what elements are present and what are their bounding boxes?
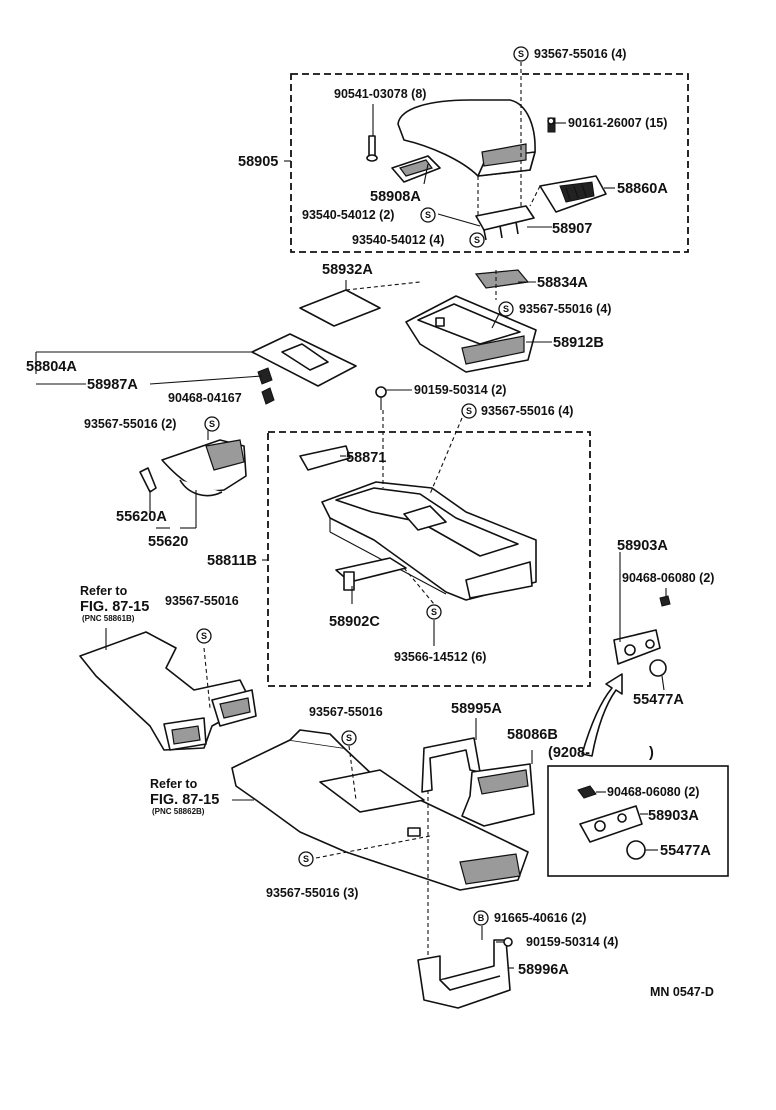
label-90541-03078: 90541-03078 (8) [334, 87, 426, 101]
label-58902C: 58902C [329, 614, 380, 630]
label-58834A: 58834A [537, 275, 588, 291]
label-pnc-58861b: (PNC 58861B) [82, 614, 135, 623]
b-symbol: B [473, 910, 489, 926]
vent-58903A-upper [613, 595, 671, 677]
label-58907: 58907 [552, 221, 592, 237]
label-refer-to-1: Refer to [80, 584, 128, 598]
svg-text:S: S [503, 304, 509, 314]
clip-90468-04167 [257, 367, 275, 405]
label-58086B: 58086B [507, 727, 558, 743]
label-58903A-top: 58903A [617, 538, 668, 554]
label-93540-54012-4: 93540-54012 (4) [352, 233, 444, 247]
label-93540-54012-2: 93540-54012 (2) [302, 208, 394, 222]
label-55477A-top: 55477A [633, 692, 684, 708]
label-93567-55016-4-mid: 93567-55016 (4) [519, 302, 611, 316]
label-58908A: 58908A [370, 189, 421, 205]
label-58860A: 58860A [617, 181, 668, 197]
label-fig-87-15-1: FIG. 87-15 [80, 599, 149, 615]
label-58912B: 58912B [553, 335, 604, 351]
s-symbol: S [426, 604, 442, 620]
later-vent-58903A [577, 785, 646, 860]
clip-90161 [547, 117, 556, 133]
label-58804A: 58804A [26, 359, 77, 375]
console-box-58811B [299, 445, 537, 601]
s-symbol: S [420, 207, 436, 223]
label-55477A-bot: 55477A [660, 843, 711, 859]
label-93567-55016-4-top: 93567-55016 (4) [534, 47, 626, 61]
hinge-58907 [475, 205, 535, 241]
label-55620A: 55620A [116, 509, 167, 525]
s-symbol: S [341, 730, 357, 746]
label-refer-to-2: Refer to [150, 777, 198, 791]
label-58987A: 58987A [87, 377, 138, 393]
label-90468-06080-bot: 90468-06080 (2) [607, 785, 699, 799]
screw-90159-4 [496, 937, 513, 947]
label-90159-50314-4: 90159-50314 (4) [526, 935, 618, 949]
label-58996A: 58996A [518, 962, 569, 978]
screw-90159-2 [375, 386, 387, 410]
duct-58086B [461, 763, 535, 827]
label-91665-40616: 91665-40616 (2) [494, 911, 586, 925]
label-58995A: 58995A [451, 701, 502, 717]
label-90161-26007: 90161-26007 (15) [568, 116, 667, 130]
label-90159-50314-2: 90159-50314 (2) [414, 383, 506, 397]
armrest-lid-58905 [397, 99, 536, 177]
label-58932A: 58932A [322, 262, 373, 278]
svg-text:S: S [474, 235, 480, 245]
bracket-58995A [421, 737, 481, 793]
label-9208-close: ) [649, 745, 654, 761]
label-93566-14512: 93566-14512 (6) [394, 650, 486, 664]
svg-text:S: S [425, 210, 431, 220]
duct-55620A [139, 439, 247, 497]
svg-text:B: B [478, 913, 485, 923]
arrow-icon [581, 673, 623, 757]
svg-text:S: S [303, 854, 309, 864]
label-93567-55016-3: 93567-55016 (3) [266, 886, 358, 900]
svg-text:S: S [518, 49, 524, 59]
label-93567-55016-center: 93567-55016 [309, 705, 383, 719]
mat-58932A [299, 289, 381, 327]
floor-duct-center [231, 729, 529, 891]
diagram-id: MN 0547-D [650, 985, 714, 999]
tray-58834A [474, 269, 530, 289]
s-symbol: S [498, 301, 514, 317]
bolt-90541 [366, 135, 378, 162]
label-93567-55016-left: 93567-55016 [165, 594, 239, 608]
lock-58908A [391, 155, 441, 183]
label-58903A-bot: 58903A [648, 808, 699, 824]
label-9208: (9208- [548, 745, 590, 761]
label-58811B: 58811B [207, 553, 257, 569]
bracket-58996A [417, 939, 511, 1009]
s-symbol: S [196, 628, 212, 644]
label-58871: 58871 [346, 450, 386, 466]
s-symbol: S [469, 232, 485, 248]
s-symbol: S [298, 851, 314, 867]
label-93567-55016-2: 93567-55016 (2) [84, 417, 176, 431]
s-symbol: S [204, 416, 220, 432]
label-pnc-58862b: (PNC 58862B) [152, 807, 205, 816]
svg-text:S: S [201, 631, 207, 641]
s-symbol: S [513, 46, 529, 62]
later-model-inset-box [547, 765, 729, 877]
rear-duct-left [79, 631, 257, 751]
box-58860A [539, 175, 607, 213]
svg-text:S: S [431, 607, 437, 617]
bracket-58902C [335, 557, 407, 591]
svg-text:S: S [466, 406, 472, 416]
console-box-assembly-box [267, 431, 591, 687]
svg-text:S: S [209, 419, 215, 429]
label-93567-55016-4-box: 93567-55016 (4) [481, 404, 573, 418]
svg-text:S: S [346, 733, 352, 743]
console-upper-58912B [405, 295, 537, 373]
label-55620: 55620 [148, 534, 188, 550]
label-fig-87-15-2: FIG. 87-15 [150, 792, 219, 808]
s-symbol: S [461, 403, 477, 419]
label-90468-06080-top: 90468-06080 (2) [622, 571, 714, 585]
cover-58987A [251, 333, 357, 387]
label-58905: 58905 [238, 154, 278, 170]
armrest-assembly-box [290, 73, 689, 253]
label-90468-04167: 90468-04167 [168, 391, 242, 405]
